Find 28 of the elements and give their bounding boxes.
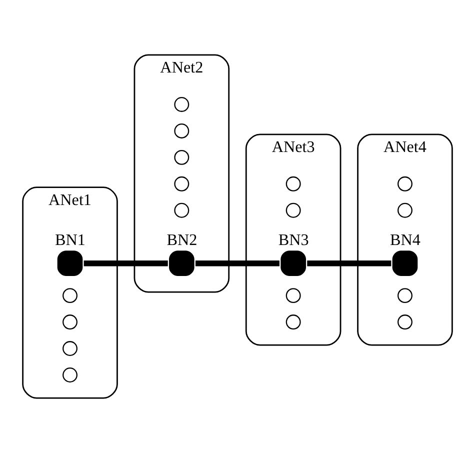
node-circle — [285, 176, 300, 192]
node-circle — [285, 202, 300, 218]
node-circle — [392, 250, 418, 276]
connector — [194, 260, 280, 266]
node-circle — [397, 314, 412, 330]
node-circle — [62, 341, 77, 356]
node-label: BN4 — [390, 232, 420, 250]
node-circle — [56, 250, 82, 276]
node-circle — [174, 150, 189, 165]
node-circle — [168, 250, 194, 276]
connector — [83, 260, 168, 266]
node-circle — [174, 176, 189, 192]
connector — [306, 260, 391, 266]
node-circle — [174, 97, 189, 112]
node-circle — [280, 250, 306, 276]
node-circle — [285, 288, 300, 304]
node-circle — [62, 314, 77, 330]
node-circle — [62, 368, 77, 382]
node-label: BN2 — [166, 232, 197, 250]
node-label: BN3 — [278, 232, 308, 250]
node-label: BN1 — [54, 232, 85, 250]
node-circle — [174, 202, 189, 218]
node-circle — [397, 202, 412, 218]
node-circle — [397, 288, 412, 304]
node-circle — [174, 123, 189, 138]
node-circle — [397, 176, 412, 192]
node-circle — [62, 288, 77, 304]
node-circle — [285, 314, 300, 330]
